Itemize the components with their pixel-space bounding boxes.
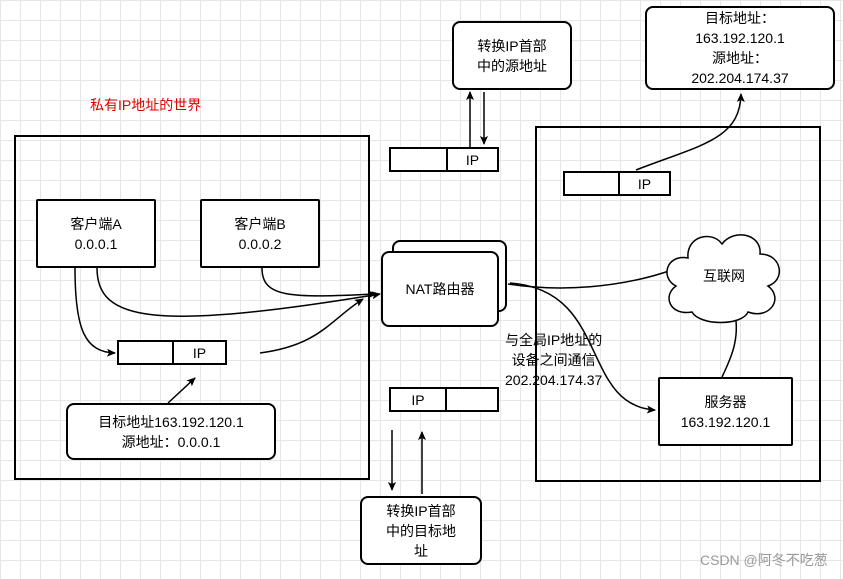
client-b-node: 客户端B 0.0.0.2 bbox=[200, 199, 320, 268]
line-nat-to-internet bbox=[507, 269, 673, 289]
private-ip-packet: IP bbox=[117, 340, 227, 365]
public-src-address: 202.204.174.37 bbox=[691, 70, 789, 86]
global-comm-label: 与全局IP地址的 设备之间通信 202.204.174.37 bbox=[505, 330, 602, 390]
note-dest-address: 目标地址163.192.120.1 bbox=[98, 413, 244, 430]
client-a-name: 客户端A bbox=[70, 215, 122, 232]
note-src-address: 源地址：0.0.0.1 bbox=[121, 433, 221, 450]
public-dest-address: 163.192.120.1 bbox=[695, 30, 785, 46]
arrow-nat-to-server bbox=[509, 282, 656, 414]
nat-router-label: NAT路由器 bbox=[405, 281, 475, 297]
packet-label: IP bbox=[192, 344, 207, 361]
private-world-title: 私有IP地址的世界 bbox=[90, 97, 202, 113]
internet-label: 互联网 bbox=[703, 268, 745, 284]
public-src-label: 源地址： bbox=[711, 50, 768, 66]
watermark: CSDN @阿冬不吃葱 bbox=[700, 552, 828, 568]
arrow-client-b-to-nat bbox=[261, 267, 377, 299]
rewrite-dest-line3: 址 bbox=[414, 542, 428, 559]
packet-label: IP bbox=[465, 151, 480, 168]
client-a-node: 客户端A 0.0.0.1 bbox=[36, 199, 156, 268]
arrow-note-to-packet bbox=[167, 377, 196, 404]
server-node: 服务器 163.192.120.1 bbox=[658, 377, 793, 446]
rewrite-source-line2: 中的源地址 bbox=[477, 57, 547, 74]
outgoing-packet-note: 目标地址163.192.120.1 源地址：0.0.0.1 bbox=[66, 403, 276, 460]
nat-out-packet: IP bbox=[389, 147, 499, 172]
packet-label: IP bbox=[391, 389, 447, 410]
client-b-ip: 0.0.0.2 bbox=[238, 235, 282, 252]
nat-router-node: NAT路由器 bbox=[381, 251, 499, 327]
global-comm-line2: 设备之间通信 bbox=[511, 352, 596, 368]
rewrite-dest-line2: 中的目标地 bbox=[386, 522, 456, 539]
global-comm-line3: 202.204.174.37 bbox=[505, 372, 603, 388]
arrow-public-packet-to-header bbox=[635, 93, 745, 171]
public-header-note: 目标地址： 163.192.120.1 源地址： 202.204.174.37 bbox=[645, 6, 835, 90]
arrow-packet-to-nat bbox=[259, 298, 364, 354]
internet-region bbox=[535, 126, 821, 482]
packet-label: IP bbox=[637, 175, 652, 192]
global-comm-line1: 与全局IP地址的 bbox=[505, 332, 603, 348]
private-network-region bbox=[14, 135, 370, 480]
client-b-name: 客户端B bbox=[234, 215, 286, 232]
public-ip-packet: IP bbox=[563, 171, 671, 196]
server-name: 服务器 bbox=[704, 393, 747, 410]
arrow-client-a-to-packet bbox=[74, 267, 116, 357]
rewrite-dest-note: 转换IP首部中的目标地址 bbox=[360, 496, 482, 565]
arrow-client-a-to-nat bbox=[96, 267, 381, 317]
nat-in-packet: IP bbox=[389, 387, 499, 412]
internet-cloud-shape bbox=[666, 234, 781, 324]
public-dest-label: 目标地址： bbox=[704, 10, 775, 26]
server-ip: 163.192.120.1 bbox=[680, 413, 771, 430]
client-a-ip: 0.0.0.1 bbox=[74, 235, 118, 252]
rewrite-source-note: 转换IP首部中的源地址 bbox=[452, 21, 572, 90]
rewrite-source-line1: 转换IP首部 bbox=[477, 37, 547, 54]
rewrite-dest-line1: 转换IP首部 bbox=[386, 502, 456, 519]
